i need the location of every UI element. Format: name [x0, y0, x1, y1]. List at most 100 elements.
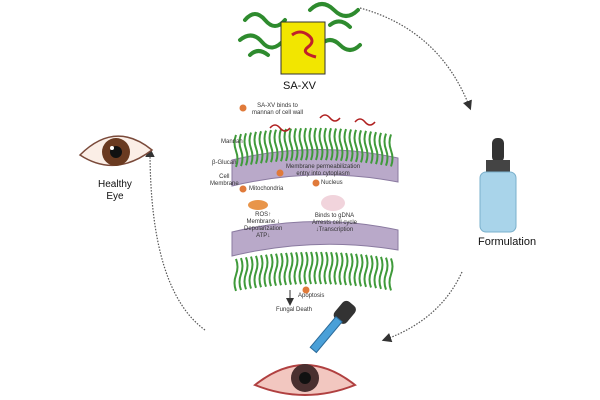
mannan-strand	[348, 253, 354, 286]
beta-glucan-label: β-Glucan	[212, 160, 237, 166]
mannan-strand	[318, 127, 324, 161]
cycle-arrow-to-eye-application	[381, 271, 463, 343]
mannan-strand	[308, 127, 314, 161]
eye-drop-application-icon	[253, 300, 357, 396]
mannan-strand	[233, 258, 239, 292]
mannan-strand	[278, 252, 284, 286]
mannan-strand	[368, 255, 374, 288]
mannan-label: Mannan	[221, 139, 243, 145]
mannan-strand	[253, 131, 259, 165]
mannan-strand	[363, 130, 369, 164]
mannan-strand	[318, 251, 324, 285]
mannan-strand	[283, 252, 289, 286]
mito-effect-ros: ROS↑	[255, 212, 272, 218]
cycle-arrow-to-formulation	[359, 7, 472, 111]
mannan-strand	[243, 256, 249, 290]
mannan-strand	[293, 252, 299, 285]
mannan-strand	[298, 251, 304, 285]
mannan-strand	[323, 127, 329, 161]
step4-mitochondria-label: Mitochondria	[249, 186, 284, 192]
mannan-strand	[373, 131, 379, 165]
mannan-strand	[388, 134, 394, 167]
mannan-strand	[353, 253, 359, 287]
nucleus-effect-transcription: ↓Transcription	[315, 227, 354, 233]
mannan-strand	[368, 131, 374, 164]
cell-wall-membrane-illustration	[231, 104, 399, 306]
healthy-eye-label-line1: Healthy	[98, 179, 132, 190]
mannan-strand	[273, 253, 279, 287]
mannan-strand	[378, 132, 384, 166]
formulation-label: Formulation	[478, 236, 537, 248]
mannan-strand	[243, 132, 249, 166]
step2-line1: Membrane permeabilization	[286, 164, 361, 170]
mannan-strand	[303, 127, 309, 161]
step5-apoptosis-label: Apoptosis	[298, 293, 325, 299]
step1-line1: SA-XV binds to	[257, 103, 298, 109]
mannan-strand	[378, 256, 384, 290]
step2-line2: entry into cytoplasm	[296, 171, 350, 177]
mannan-strand	[258, 254, 264, 288]
fungal-death-label: Fungal Death	[276, 307, 313, 313]
mannan-strand	[343, 128, 349, 162]
nucleus-effects: Binds to gDNA Arrests cell cycle ↓Transc…	[312, 213, 357, 234]
step1-line2: mannan of cell wall	[252, 110, 304, 116]
mito-effect-atp: ATP↓	[256, 233, 271, 239]
mannan-strand	[383, 133, 389, 166]
step-markers	[239, 104, 320, 294]
mannan-strand	[288, 128, 294, 161]
mannan-strand	[338, 128, 344, 162]
mannan-strand	[388, 258, 394, 291]
mannan-strand	[373, 255, 379, 289]
mannan-strand	[258, 130, 264, 164]
healthy-eye-icon	[78, 135, 154, 166]
mannan-strand	[298, 127, 304, 161]
mannan-strand	[383, 257, 389, 290]
mannan-strand	[363, 254, 369, 288]
mannan-strand	[323, 251, 329, 285]
protein-label: SA-XV	[283, 80, 317, 92]
mannan-strand	[238, 133, 244, 167]
healthy-eye-label: Healthy Eye	[98, 179, 132, 203]
mannan-strand	[268, 129, 274, 163]
mannan-strand	[273, 129, 279, 163]
mannan-strand	[248, 132, 254, 165]
mannan-strand	[308, 251, 314, 285]
mito-effect-depolarization: Depolarization	[244, 226, 283, 232]
mitochondria-effects: ROS↑ Membrane ↓ Depolarization ATP↓	[244, 212, 282, 240]
cycle-arrow-to-healthy-eye	[145, 147, 206, 331]
mannan-strand	[263, 254, 269, 288]
mannan-strand	[303, 251, 309, 285]
mannan-strand	[358, 254, 364, 287]
mito-effect-membrane: Membrane ↓	[246, 219, 280, 225]
cell-membrane-line2: Membrane	[210, 181, 239, 187]
nucleus-effect-cell-cycle: Arrests cell cycle	[312, 220, 358, 226]
mannan-strand	[238, 257, 244, 291]
mannan-strand	[278, 128, 284, 162]
mannan-strand	[333, 128, 339, 161]
mannan-strand	[253, 255, 259, 289]
mannan-strand	[293, 128, 299, 161]
protein-structure-icon	[238, 2, 362, 75]
mannan-strand	[348, 129, 354, 162]
mannan-strand	[313, 251, 319, 285]
mannan-strand	[353, 129, 359, 163]
mannan-strand	[358, 130, 364, 163]
healthy-eye-label-line2: Eye	[106, 191, 124, 202]
mannan-strand	[328, 251, 334, 285]
mannan-strand	[343, 252, 349, 286]
mannan-strand	[333, 252, 339, 285]
mannan-strand	[288, 252, 294, 285]
nucleus-effect-gdna: Binds to gDNA	[314, 213, 355, 219]
mannan-strand	[338, 252, 344, 286]
mannan-strand	[328, 127, 334, 161]
mannan-strand	[263, 130, 269, 164]
mannan-strand	[268, 253, 274, 287]
mannan-strand	[283, 128, 289, 162]
mannan-strand	[248, 256, 254, 289]
mannan-strand	[313, 127, 319, 161]
